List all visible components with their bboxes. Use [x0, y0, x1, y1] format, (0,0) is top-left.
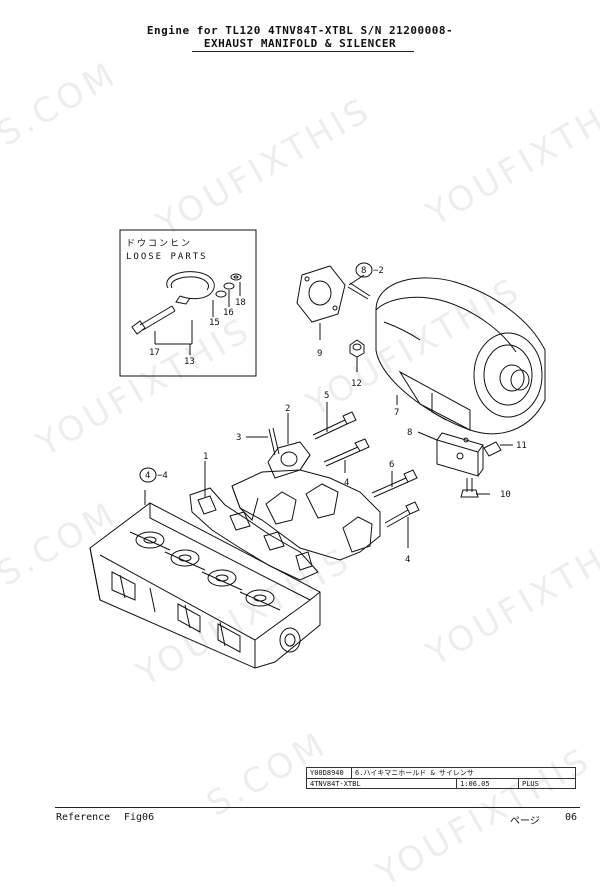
callout-7: 7: [394, 408, 399, 418]
callout-15: 15: [209, 318, 220, 328]
callout-1: 1: [203, 452, 208, 462]
callout-4-lower: 4: [405, 555, 410, 565]
footer-page-label: ページ: [510, 816, 540, 827]
callout-6: 6: [389, 460, 394, 470]
stud-3: [268, 427, 280, 456]
callout-10: 10: [500, 490, 511, 500]
bolt-6: [371, 469, 418, 498]
header-underline: [192, 51, 414, 52]
bolt-17: [131, 305, 176, 335]
title-block-model: 4TNV84T-XTBL: [305, 778, 458, 789]
exhaust-gasket-9: [296, 265, 346, 323]
title-block-date: 1:06.05: [456, 778, 519, 789]
exhaust-manifold-2: [231, 441, 381, 561]
footer-page-number: 06: [565, 812, 578, 823]
bolt-10: [460, 478, 490, 498]
footer-rule: [55, 807, 580, 808]
title-block-plus: PLUS: [518, 778, 576, 789]
callout-13: 13: [184, 357, 195, 367]
loose-parts-label-jp: ドウコンヒン: [126, 238, 192, 249]
bolt-5: [312, 411, 357, 440]
callout-16: 16: [223, 308, 234, 318]
loose-parts-box: [119, 229, 257, 377]
callout-8: 8: [407, 428, 412, 438]
callout-11: 11: [516, 441, 527, 451]
bracket-8: [436, 432, 484, 477]
loose-parts-label-en: LOOSE PARTS: [126, 252, 208, 262]
callout-4-ref: 4: [145, 471, 150, 481]
callout-2: 2: [285, 404, 290, 414]
callout-4-upper: 4: [344, 478, 349, 488]
bolt-4-upper: [323, 438, 370, 467]
title-block: Y00D8940 6.ハイキマニホールド & サイレンサ 4TNV84T-XTB…: [305, 767, 576, 789]
silencer-7: [375, 277, 546, 435]
callout-12: 12: [351, 379, 362, 389]
header-title-line2: EXHAUST MANIFOLD & SILENCER: [203, 37, 397, 50]
title-block-description: 6.ハイキマニホールド & サイレンサ: [351, 767, 576, 779]
callout-8-ref-suffix: −2: [373, 266, 384, 276]
bolt-11: [483, 441, 513, 457]
callout-9: 9: [317, 349, 322, 359]
callout-5: 5: [324, 391, 329, 401]
clamp-ring: [166, 271, 215, 305]
nut-12: [349, 339, 365, 358]
title-block-code: Y00D8940: [306, 767, 352, 779]
nut-set-15-16-18: [215, 273, 242, 298]
callout-17: 17: [149, 348, 160, 358]
callout-4-ref-suffix: −4: [157, 471, 168, 481]
exploded-parts-diagram: 1 2 3 4 4 4 −4 5 6 7 8 8 −2 9 10 11 12 1…: [89, 229, 546, 669]
footer-reference: Reference: [56, 812, 111, 823]
manifold-gasket-1: [189, 487, 319, 581]
callout-18: 18: [235, 298, 246, 308]
callout-8-ref: 8: [361, 266, 366, 276]
cylinder-head-4-4: [89, 502, 321, 669]
header-title-line1: Engine for TL120 4TNV84T-XTBL S/N 212000…: [146, 24, 454, 37]
callout-3: 3: [236, 433, 241, 443]
footer-figure: Fig06: [124, 812, 155, 823]
bolt-4-lower: [384, 501, 420, 528]
